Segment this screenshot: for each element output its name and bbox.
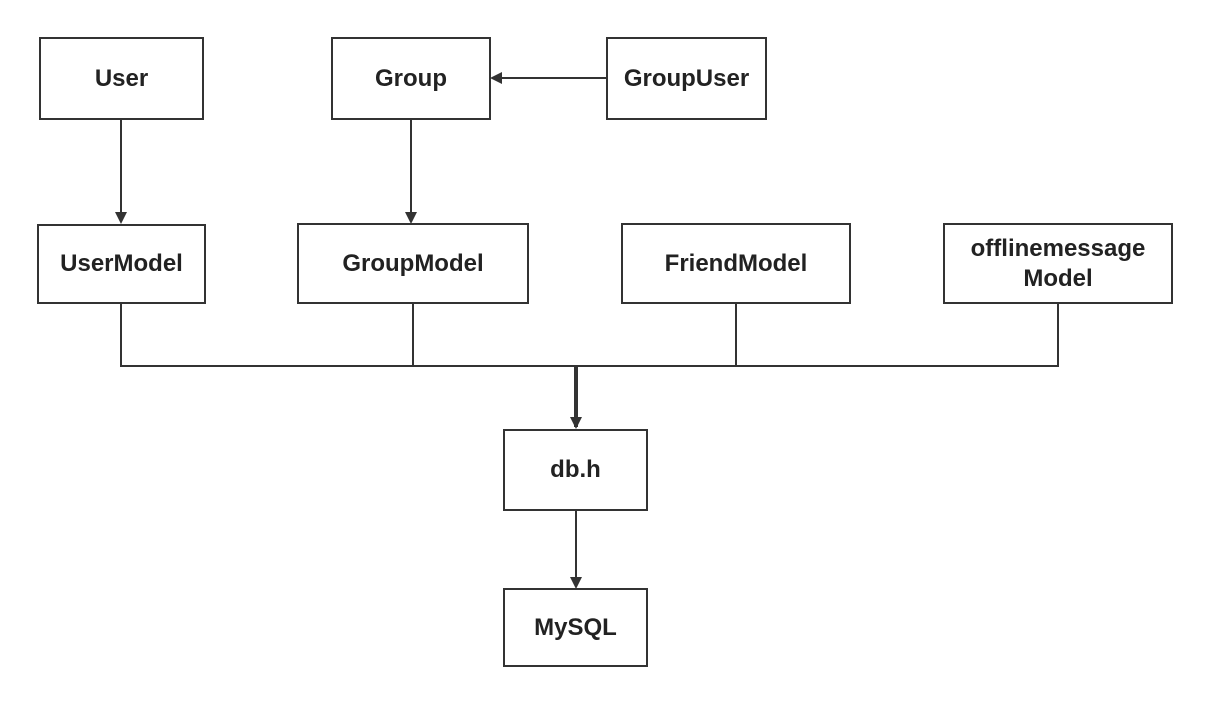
- node-mysql-label: MySQL: [534, 613, 617, 641]
- node-group: Group: [331, 37, 491, 120]
- node-user-label: User: [94, 64, 149, 92]
- node-groupmodel: GroupModel: [297, 223, 529, 304]
- node-usermodel: UserModel: [37, 224, 206, 304]
- node-groupuser: GroupUser: [606, 37, 767, 120]
- node-groupuser-label: GroupUser: [623, 64, 750, 92]
- node-group-label: Group: [375, 64, 447, 92]
- node-groupmodel-label: GroupModel: [342, 249, 484, 277]
- node-usermodel-label: UserModel: [60, 250, 183, 277]
- node-dbh: db.h: [503, 429, 648, 511]
- node-mysql: MySQL: [503, 588, 648, 667]
- node-friendmodel-label: FriendModel: [664, 249, 808, 277]
- node-user: User: [39, 37, 204, 120]
- node-friendmodel: FriendModel: [621, 223, 851, 304]
- node-offlinemessagemodel-label-line2: Model: [1023, 264, 1093, 292]
- node-offlinemessagemodel: offlinemessage Model: [943, 223, 1173, 304]
- node-offlinemessagemodel-label-line1: offlinemessage: [970, 234, 1146, 262]
- node-dbh-label: db.h: [550, 456, 601, 483]
